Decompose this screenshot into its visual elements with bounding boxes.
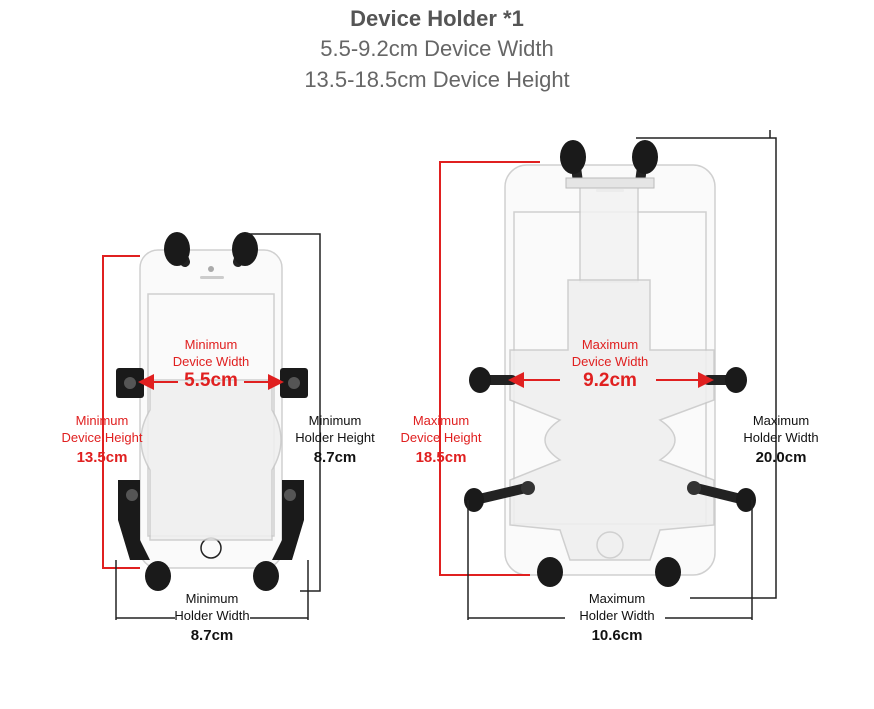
max-grip-bottom-left <box>537 557 563 587</box>
min-grip-top-left <box>164 232 190 266</box>
min-holder-width-value: 8.7cm <box>190 627 234 644</box>
device-height-range: 13.5-18.5cm Device Height <box>304 67 570 92</box>
min-grip-bottom-right <box>253 561 279 591</box>
max-holder-width-label-1: Maximum <box>588 591 646 606</box>
min-holder-height-bracket <box>248 233 321 592</box>
max-holder-side-bracket <box>636 137 777 599</box>
min-holder-width-label: Minimum Holder Width 8.7cm <box>160 590 264 644</box>
max-holder-side-label: Maximum Holder Width 20.0cm <box>728 412 834 466</box>
max-grip-side-right <box>725 367 747 393</box>
max-holder-width-label: Maximum Holder Width 10.6cm <box>562 590 672 644</box>
max-device-width-value: 9.2cm <box>583 370 637 391</box>
max-holder-side-value: 20.0cm <box>755 449 807 466</box>
min-device-width-value: 5.5cm <box>184 370 238 391</box>
max-holder-width-value: 10.6cm <box>591 627 643 644</box>
max-holder-side-label-1: Maximum <box>752 413 810 428</box>
min-holder-height-label-2: Holder Height <box>295 430 375 445</box>
max-device-height-label-1: Maximum <box>412 413 470 428</box>
max-device-height-value: 18.5cm <box>415 449 467 466</box>
min-holder-height-label: Minimum Holder Height 8.7cm <box>280 412 390 466</box>
min-device-height-label: Minimum Device Height 13.5cm <box>30 412 174 466</box>
maximum-holder <box>439 130 777 620</box>
min-cradle <box>140 379 282 541</box>
max-device-height-label: Maximum Device Height 18.5cm <box>386 412 496 466</box>
min-holder-height-value: 8.7cm <box>313 449 357 466</box>
minimum-holder <box>102 232 321 620</box>
max-device-width-label-1: Maximum <box>581 337 639 352</box>
min-grip-top-right <box>232 232 258 266</box>
min-device-height-label-2: Device Height <box>61 430 143 445</box>
min-device-height-bracket <box>102 255 140 569</box>
max-cradle <box>509 279 715 561</box>
min-device-width-label: Minimum Device Width 5.5cm <box>150 336 272 391</box>
max-grip-top-left <box>560 140 586 174</box>
max-holder-side-label-2: Holder Width <box>743 430 819 445</box>
max-grip-bottom-right <box>655 557 681 587</box>
min-device-height-value: 13.5cm <box>76 449 128 466</box>
min-device-height-label-1: Minimum <box>75 413 129 428</box>
max-grip-top-right <box>632 140 658 174</box>
min-phone-camera <box>208 266 214 272</box>
max-grip-side-left <box>469 367 491 393</box>
max-device-width-label: Maximum Device Width 9.2cm <box>548 336 672 391</box>
max-device-height-label-2: Device Height <box>400 430 482 445</box>
device-width-range: 5.5-9.2cm Device Width <box>320 36 554 61</box>
max-device-width-label-2: Device Width <box>571 354 649 369</box>
min-grip-bottom-left <box>145 561 171 591</box>
max-extension-bar <box>579 181 639 283</box>
min-device-width-label-2: Device Width <box>172 354 250 369</box>
page-title: Device Holder *1 <box>350 6 524 31</box>
min-holder-width-label-1: Minimum <box>185 591 239 606</box>
min-holder-height-label-1: Minimum <box>308 413 362 428</box>
min-device-width-label-1: Minimum <box>184 337 238 352</box>
max-holder-width-label-2: Holder Width <box>579 608 655 623</box>
max-device-height-bracket <box>439 161 540 576</box>
min-holder-width-label-2: Holder Width <box>174 608 250 623</box>
